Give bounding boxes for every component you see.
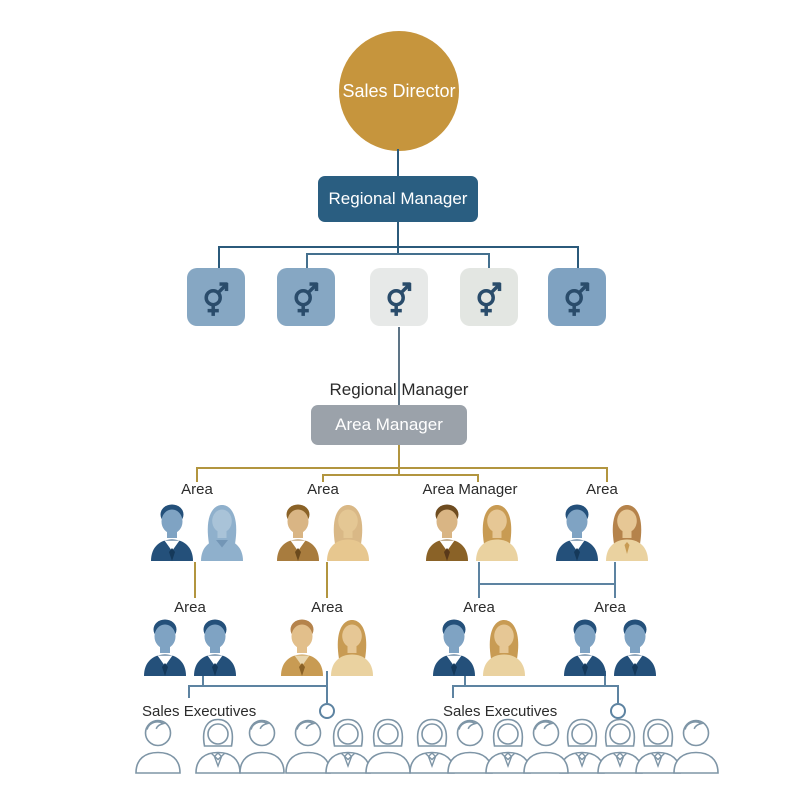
mid-regional-manager-label: Regional Manager xyxy=(329,380,469,399)
connector-line xyxy=(326,685,328,703)
person-icon-man xyxy=(610,617,660,677)
outline-person-icon xyxy=(132,716,184,774)
outline-person-icon xyxy=(362,716,414,774)
person-icon-man xyxy=(552,502,602,562)
connector-circle-left xyxy=(319,703,335,719)
person-pair xyxy=(552,502,652,564)
gender-symbol-card xyxy=(187,268,245,326)
row1-label-1: Area xyxy=(181,481,213,498)
area-manager-node: Area Manager xyxy=(311,405,467,445)
outline-person-icon xyxy=(444,716,496,774)
person-pair xyxy=(277,617,377,679)
connector-line xyxy=(218,246,579,248)
person-icon-man xyxy=(273,502,323,562)
connector-line xyxy=(188,685,328,687)
person-icon-man xyxy=(422,502,472,562)
connector-line xyxy=(202,671,204,686)
person-icon-man xyxy=(277,617,327,677)
person-icon-man xyxy=(190,617,240,677)
row2-label-3: Area xyxy=(463,599,495,616)
connector-line xyxy=(452,685,619,687)
connector-line xyxy=(306,253,308,269)
area-manager-label: Area Manager xyxy=(335,415,443,434)
connector-line xyxy=(488,253,490,269)
outline-person-icon xyxy=(632,716,684,774)
person-icon-man xyxy=(429,617,479,677)
outline-person-icon xyxy=(482,716,534,774)
gender-symbol-card xyxy=(460,268,518,326)
person-icon-woman xyxy=(197,502,247,562)
connector-line xyxy=(322,474,479,476)
person-icon-man xyxy=(560,617,610,677)
gender-symbol-icon xyxy=(387,282,412,316)
person-icon-woman xyxy=(327,617,377,677)
row1-label-4: Area xyxy=(586,481,618,498)
connector-line xyxy=(398,327,400,406)
person-icon-woman xyxy=(602,502,652,562)
connector-line xyxy=(194,562,196,598)
outline-person-icon xyxy=(520,716,572,774)
gender-symbol-icon xyxy=(204,282,229,316)
outline-person-icon xyxy=(670,716,722,774)
connector-line xyxy=(397,222,399,255)
gender-symbol-icon xyxy=(477,282,502,316)
row1-label-2: Area xyxy=(307,481,339,498)
person-icon-woman xyxy=(472,502,522,562)
person-pair xyxy=(147,502,247,564)
connector-line xyxy=(306,253,490,255)
person-pair xyxy=(422,502,522,564)
person-icon-man xyxy=(147,502,197,562)
row1-label-3: Area Manager xyxy=(422,481,518,498)
person-icon-man xyxy=(140,617,190,677)
connector-line xyxy=(478,583,616,585)
connector-line xyxy=(614,562,616,598)
person-icon-woman xyxy=(479,617,529,677)
connector-line xyxy=(196,467,198,482)
connector-line xyxy=(452,685,454,698)
connector-line xyxy=(577,246,579,269)
row2-label-2: Area xyxy=(311,599,343,616)
outline-person-icon xyxy=(236,716,288,774)
person-pair xyxy=(429,617,529,679)
gender-symbol-card xyxy=(370,268,428,326)
connector-line xyxy=(604,671,606,686)
connector-line xyxy=(617,685,619,703)
connector-line xyxy=(188,685,190,698)
connector-circle-right xyxy=(610,703,626,719)
regional-manager-node: Regional Manager xyxy=(318,176,478,222)
connector-line xyxy=(196,467,608,469)
sales-executives-label-left: Sales Executives xyxy=(142,703,257,720)
regional-manager-label: Regional Manager xyxy=(328,189,468,208)
connector-line xyxy=(322,474,324,482)
connector-line xyxy=(218,246,220,269)
row2-label-4: Area xyxy=(594,599,626,616)
person-pair xyxy=(560,617,660,679)
connector-line xyxy=(326,562,328,598)
connector-line xyxy=(478,562,480,598)
gender-symbol-icon xyxy=(565,282,590,316)
person-pair xyxy=(140,617,240,679)
outline-person-icon xyxy=(282,716,334,774)
outline-person-icon xyxy=(594,716,646,774)
sales-director-node: Sales Director xyxy=(339,31,459,151)
person-pair xyxy=(273,502,373,564)
connector-line xyxy=(326,671,328,686)
row2-label-1: Area xyxy=(174,599,206,616)
connector-line xyxy=(606,467,608,482)
sales-executives-label-right: Sales Executives xyxy=(443,703,558,720)
connector-line xyxy=(464,671,466,686)
connector-line xyxy=(398,445,400,475)
gender-symbol-card xyxy=(548,268,606,326)
gender-symbol-card xyxy=(277,268,335,326)
connector-line xyxy=(477,474,479,482)
connector-line xyxy=(397,149,399,176)
sales-director-label: Sales Director xyxy=(342,80,456,101)
person-icon-woman xyxy=(323,502,373,562)
gender-symbol-icon xyxy=(294,282,319,316)
outline-person-icon xyxy=(192,716,244,774)
